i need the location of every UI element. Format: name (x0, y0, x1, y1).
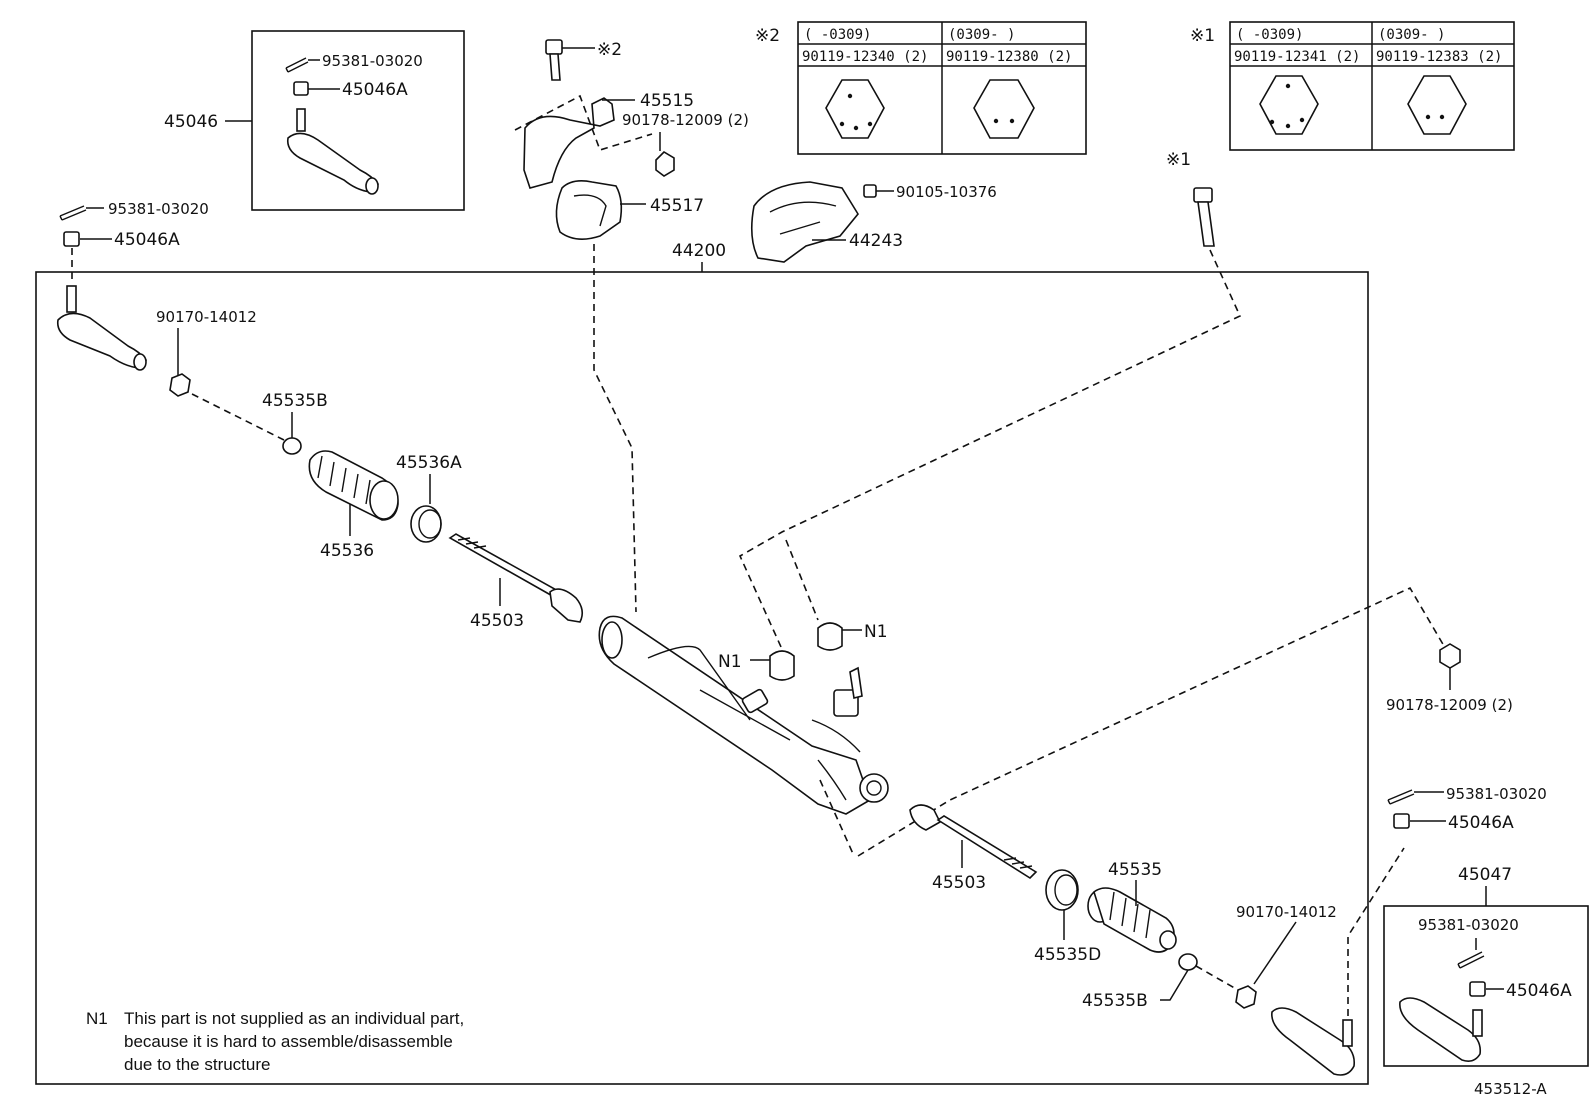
clip-icon (1178, 953, 1198, 971)
tie-rod-end-icon (286, 108, 380, 195)
label-45517: 45517 (650, 196, 704, 216)
footnote-n1: N1 This part is not supplied as an indiv… (86, 1009, 464, 1074)
castle-nut-icon (1469, 981, 1486, 997)
heat-insulator-44243 (750, 181, 859, 263)
label-90170-14012-left: 90170-14012 (156, 308, 257, 326)
n1-part-lower: N1 (718, 650, 795, 681)
left-tie-rod-45503: 45503 (448, 533, 584, 631)
label-bolt-mark-1: ※1 (1166, 150, 1191, 170)
clip-icon (282, 437, 302, 455)
label-44200: 44200 (672, 241, 726, 261)
right-cotter-pin-and-nut: 95381-03020 45046A (1387, 785, 1547, 833)
cotter-pin-icon (285, 57, 309, 73)
steering-gear-housing (598, 615, 889, 815)
left-lock-nut: 90170-14012 (156, 308, 285, 441)
bolt-mark-1-group: ※1 (738, 150, 1242, 659)
right-boot-clip: 45535B (1082, 953, 1239, 1011)
figure-id: 453512-A (1474, 1080, 1547, 1098)
table2-col1-header: ( -0309) (804, 27, 871, 43)
label-45046A-box: 45046A (342, 80, 408, 100)
bolt-icon (545, 39, 563, 81)
label-95381-03020-right: 95381-03020 (1446, 785, 1547, 803)
tie-rod-end-kit-box-45046: 45046 95381-03020 45046A (164, 30, 465, 211)
label-44243: 44243 (849, 231, 903, 251)
label-45046A-box2: 45046A (1506, 981, 1572, 1001)
label-90170-14012-right: 90170-14012 (1236, 903, 1337, 921)
right-bracket-nut: 90178-12009 (2) (1386, 643, 1513, 714)
cotter-pin-icon (59, 205, 87, 221)
label-n1-lower: N1 (718, 652, 742, 672)
label-45515: 45515 (640, 91, 694, 111)
left-tie-rod-end (56, 285, 148, 371)
label-95381-03020-box2: 95381-03020 (1418, 916, 1519, 934)
table2-mark: ※2 (755, 26, 780, 46)
bolt-table-mark-2: ※2 ( -0309) (0309- ) 90119-12340 (2) 901… (755, 21, 1087, 155)
right-rack-boot-45535: 45535 (1087, 860, 1177, 953)
nut-icon (169, 373, 191, 397)
right-lock-nut: 90170-14012 (1235, 903, 1337, 1009)
tie-rod-end-icon (1399, 997, 1483, 1062)
label-45046: 45046 (164, 112, 218, 132)
table1-col2-part: 90119-12383 (2) (1376, 49, 1502, 65)
left-cotter-pin-and-nut: 95381-03020 45046A (59, 200, 209, 282)
note-line-2: because it is hard to assemble/disassemb… (124, 1032, 453, 1051)
label-n1-upper: N1 (864, 622, 888, 642)
right-tie-rod-45503: 45503 (909, 804, 1038, 893)
label-45503-right: 45503 (932, 873, 986, 893)
label-45047: 45047 (1458, 865, 1512, 885)
label-45535: 45535 (1108, 860, 1162, 880)
bolt-table-mark-1: ※1 ( -0309) (0309- ) 90119-12341 (2) 901… (1190, 21, 1515, 151)
note-key: N1 (86, 1009, 108, 1028)
label-95381-03020-left: 95381-03020 (108, 200, 209, 218)
label-95381-03020-box: 95381-03020 (322, 52, 423, 70)
castle-nut-icon (63, 231, 80, 247)
table1-col1-header: ( -0309) (1236, 27, 1303, 43)
stabilizer-bracket-45515 (523, 97, 615, 189)
screw-icon (863, 184, 877, 198)
label-45503-left: 45503 (470, 611, 524, 631)
n1-part-upper: N1 (817, 622, 888, 651)
table1-col1-part: 90119-12341 (2) (1234, 49, 1360, 65)
table1-col2-header: (0309- ) (1378, 27, 1445, 43)
label-45535B-right: 45535B (1082, 991, 1148, 1011)
note-line-3: due to the structure (124, 1055, 270, 1074)
note-line-1: This part is not supplied as an individu… (124, 1009, 464, 1028)
left-boot-clip: 45535B (262, 391, 328, 455)
nut-icon (655, 150, 675, 177)
label-45535D: 45535D (1034, 945, 1101, 965)
label-45535B-left: 45535B (262, 391, 328, 411)
label-45046A-left: 45046A (114, 230, 180, 250)
gear-assembly-box-44200: 44200 (35, 241, 1369, 1085)
cotter-pin-icon (1457, 951, 1485, 969)
table2-col2-part: 90119-12380 (2) (946, 49, 1072, 65)
table1-mark: ※1 (1190, 26, 1215, 46)
insulator-group: 44243 90105-10376 (750, 181, 997, 263)
nut-icon (1235, 985, 1257, 1009)
right-tie-rod-end (1271, 847, 1405, 1076)
label-90105-10376: 90105-10376 (896, 183, 997, 201)
stabilizer-bush-45517 (555, 180, 623, 240)
castle-nut-icon (293, 81, 309, 96)
cotter-pin-icon (1387, 789, 1415, 805)
label-45536A: 45536A (396, 453, 462, 473)
label-90178-12009-top: 90178-12009 (2) (622, 111, 749, 129)
castle-nut-icon (1393, 813, 1410, 829)
right-boot-clamp-45535D: 45535D (1034, 869, 1101, 965)
bracket-group: ※2 45515 90178-12009 (2) 45517 (514, 39, 749, 613)
table2-col2-header: (0309- ) (948, 27, 1015, 43)
label-45536: 45536 (320, 541, 374, 561)
left-boot-clamp-45536A: 45536A (396, 453, 462, 543)
table2-col1-part: 90119-12340 (2) (802, 49, 928, 65)
tie-rod-end-kit-box-45047: 45047 95381-03020 45046A (1383, 865, 1589, 1067)
label-bolt-mark-2: ※2 (597, 40, 622, 60)
bolt-head-icon (1407, 75, 1467, 135)
bolt-icon (1193, 187, 1215, 247)
nut-icon (1439, 643, 1461, 669)
left-rack-boot-45536: 45536 (308, 450, 399, 561)
label-45046A-right: 45046A (1448, 813, 1514, 833)
bolt-head-icon (973, 79, 1035, 139)
label-90178-12009-right: 90178-12009 (2) (1386, 696, 1513, 714)
